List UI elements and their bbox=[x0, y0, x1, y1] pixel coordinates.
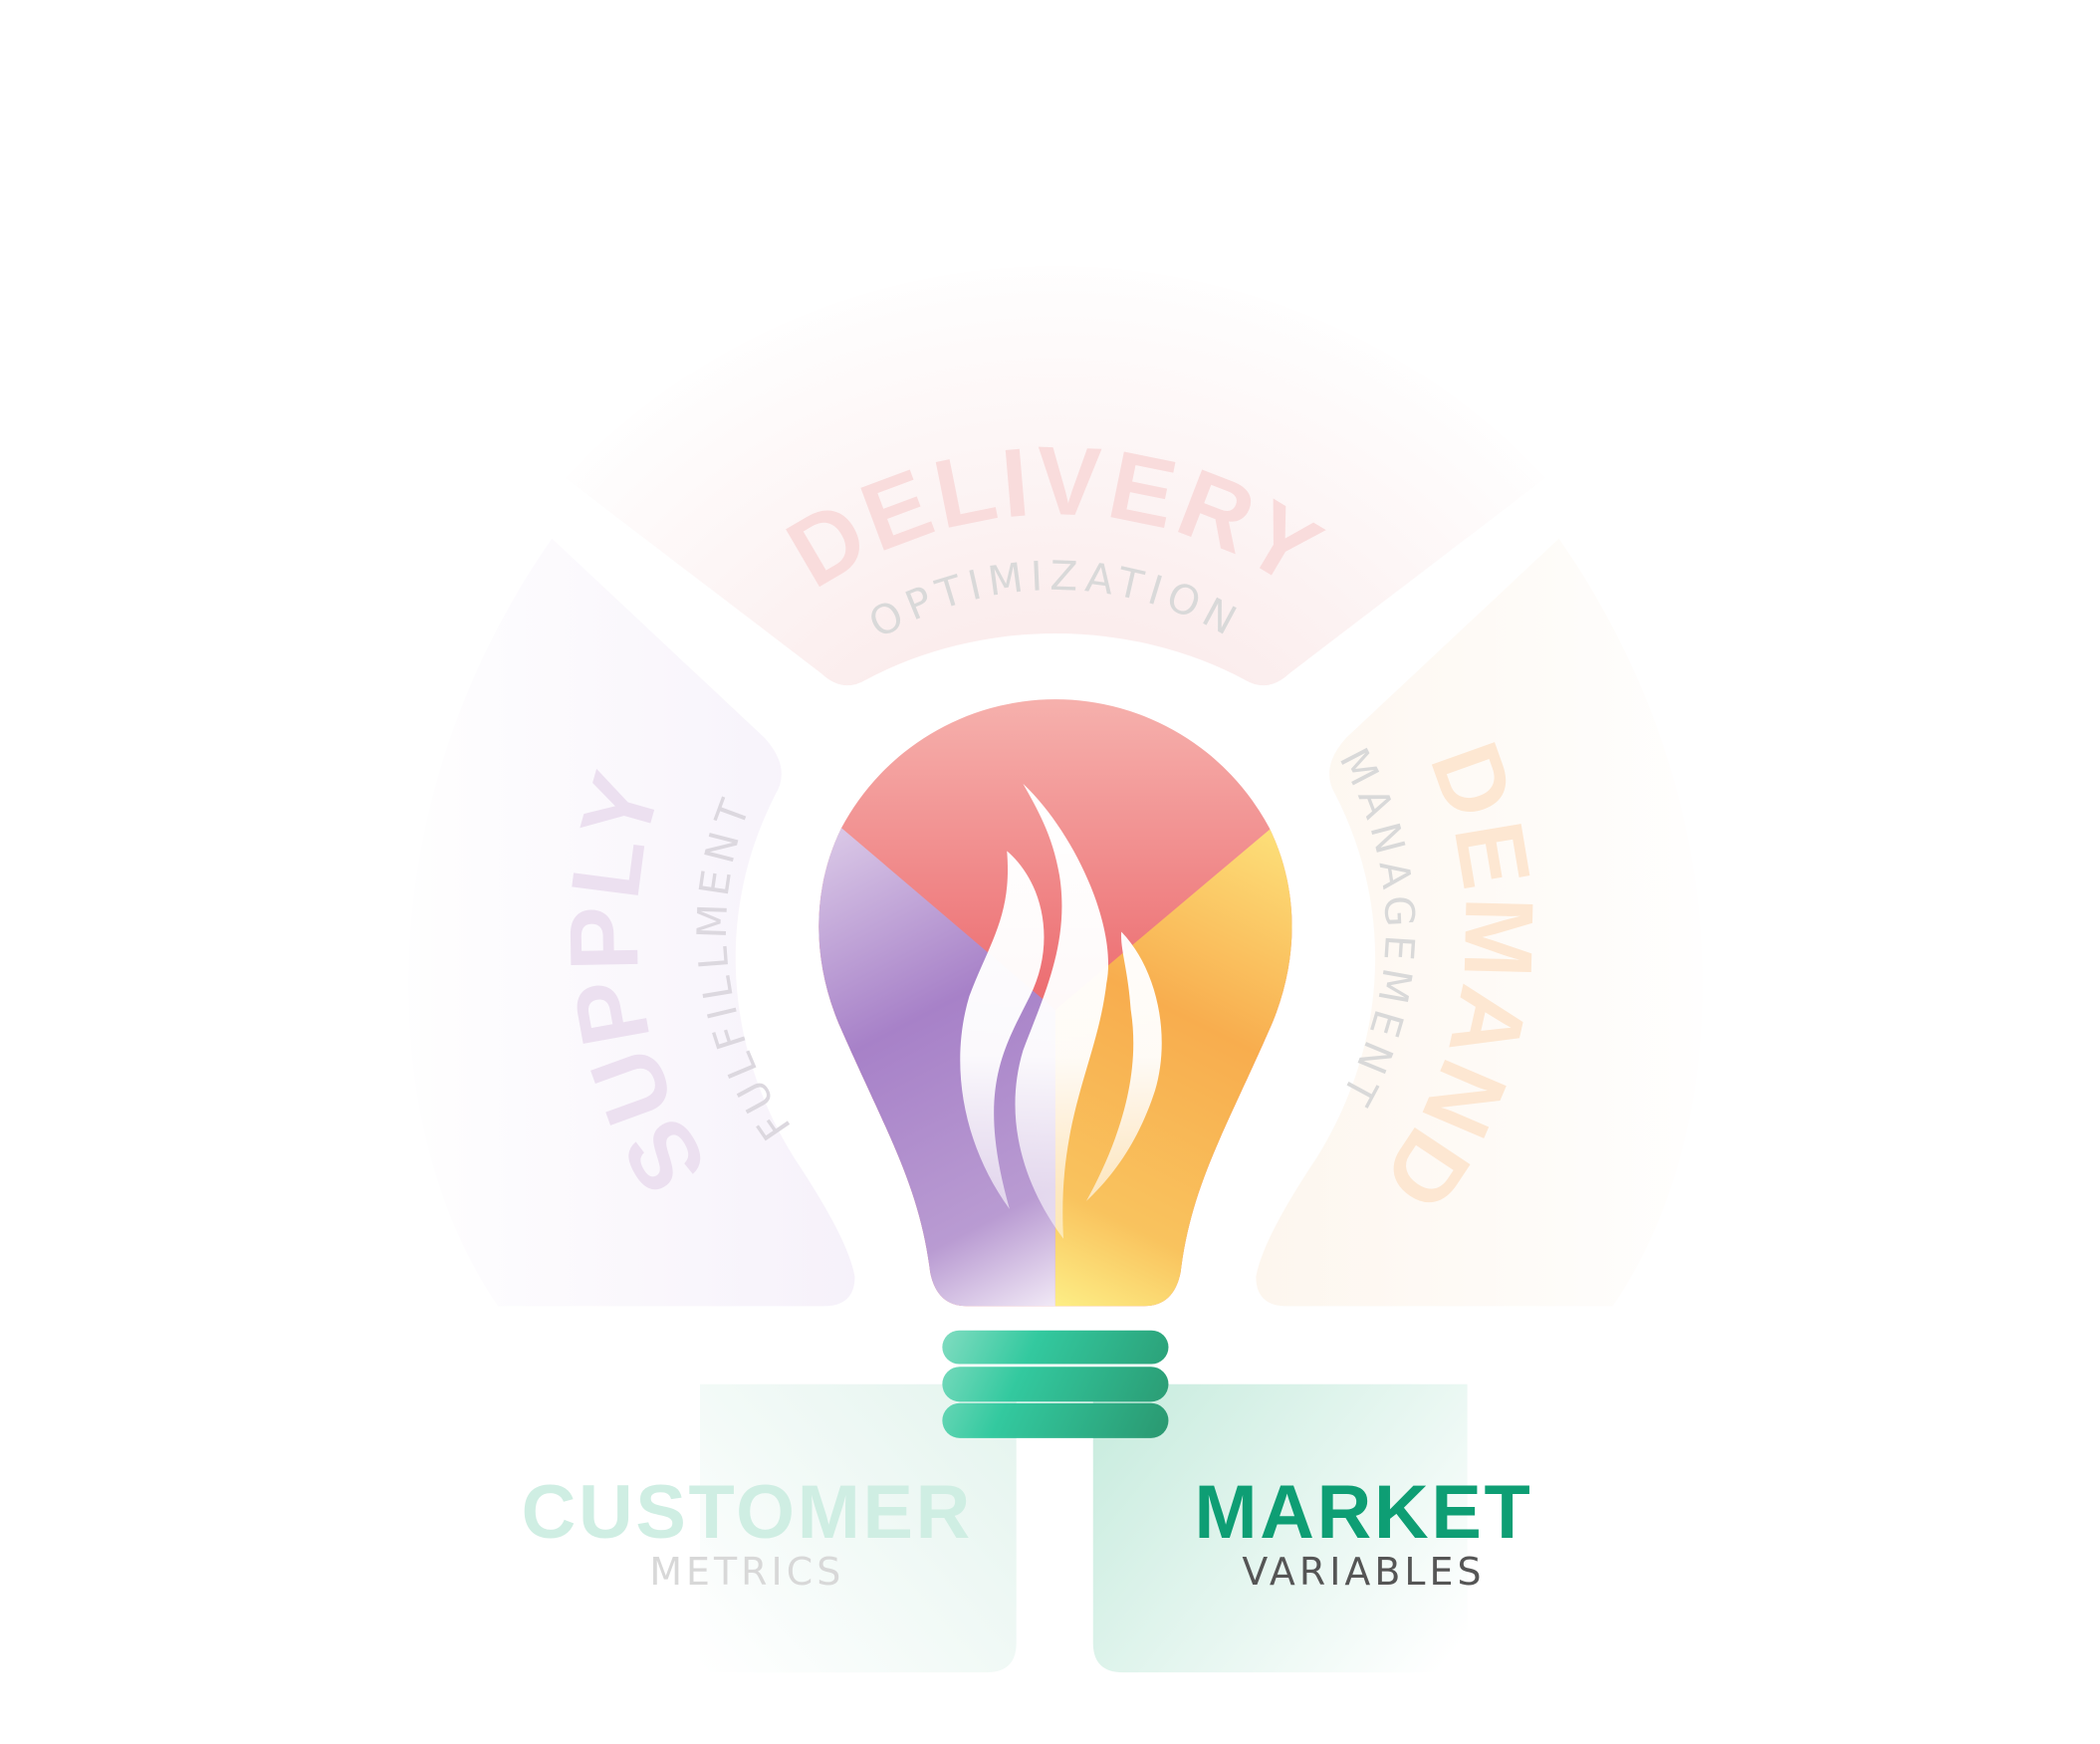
delivery-segment[interactable] bbox=[565, 266, 1546, 686]
customer-title: CUSTOMER bbox=[522, 1470, 973, 1555]
customer-segment[interactable] bbox=[700, 1383, 1017, 1673]
supply-segment[interactable] bbox=[408, 538, 855, 1307]
market-segment[interactable] bbox=[1092, 1383, 1468, 1673]
flame-right-icon bbox=[1086, 931, 1162, 1201]
bulb-base-icon bbox=[942, 1330, 1169, 1438]
market-title: MARKET bbox=[1195, 1470, 1533, 1555]
demand-segment[interactable] bbox=[1256, 538, 1703, 1307]
lightbulb-icon bbox=[818, 699, 1292, 1307]
flame-center-icon bbox=[1015, 783, 1109, 1239]
flame-left-icon bbox=[960, 851, 1045, 1210]
market-subtitle: VARIABLES bbox=[1242, 1550, 1485, 1594]
customer-subtitle: METRICS bbox=[649, 1550, 844, 1594]
